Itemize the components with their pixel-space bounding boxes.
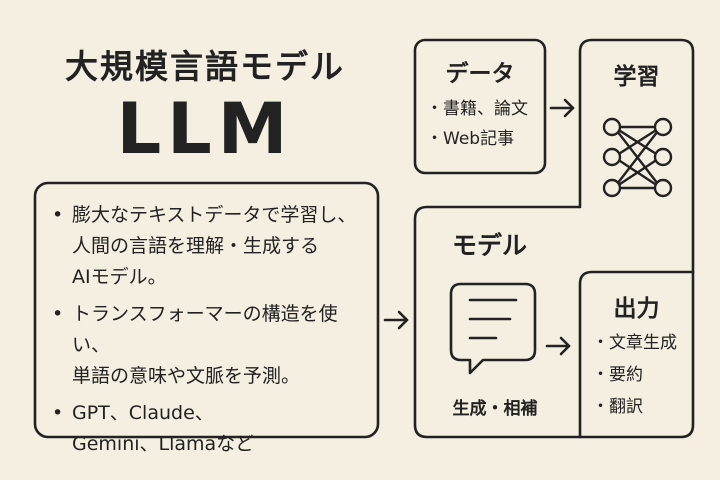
output-item-text: 翻訳 bbox=[609, 397, 643, 417]
output-list: 文章生成 要約 翻訳 bbox=[592, 327, 677, 423]
data-item-text: 書籍、論文 bbox=[443, 99, 528, 119]
model-box-title: モデル bbox=[452, 231, 528, 260]
output-item-text: 文章生成 bbox=[609, 333, 677, 353]
description-item: トランスフォーマーの構造を使い、 単語の意味や文脈を予測。 bbox=[52, 299, 372, 392]
output-box bbox=[578, 270, 695, 439]
description-list: 膨大なテキストデータで学習し、 人間の言語を理解・生成する AIモデル。 トラン… bbox=[52, 200, 372, 466]
output-item-text: 要約 bbox=[609, 365, 643, 385]
learning-box-title: 学習 bbox=[613, 64, 660, 90]
neural-network-icon bbox=[602, 117, 673, 198]
data-box-title: データ bbox=[445, 61, 515, 87]
description-line: AIモデル。 bbox=[72, 266, 167, 288]
description-line: 膨大なテキストデータで学習し、 bbox=[72, 204, 357, 226]
arrow-description-to-model bbox=[383, 310, 409, 330]
data-item: Web記事 bbox=[426, 124, 528, 154]
output-item: 文章生成 bbox=[592, 327, 677, 359]
output-box-title: 出力 bbox=[613, 296, 660, 322]
data-item: 書籍、論文 bbox=[426, 94, 528, 124]
description-line: トランスフォーマーの構造を使い、 bbox=[72, 303, 338, 356]
output-item: 翻訳 bbox=[592, 391, 677, 423]
data-box bbox=[413, 38, 547, 175]
description-line: Gemini、Llamaなど bbox=[72, 433, 255, 455]
page-subtitle: LLM bbox=[116, 88, 294, 170]
model-caption: 生成・相補 bbox=[452, 399, 538, 419]
output-item: 要約 bbox=[592, 359, 677, 391]
arrow-model-to-output bbox=[545, 336, 571, 356]
description-item: GPT、Claude、 Gemini、Llamaなど bbox=[52, 398, 372, 460]
page-title: 大規模言語モデル bbox=[65, 47, 345, 86]
arrow-data-to-learning bbox=[549, 98, 575, 118]
data-item-text: Web記事 bbox=[443, 129, 515, 149]
description-line: 人間の言語を理解・生成する bbox=[72, 235, 320, 257]
speech-bubble-icon bbox=[449, 282, 537, 375]
description-line: GPT、Claude、 bbox=[72, 402, 214, 424]
data-box-list: 書籍、論文 Web記事 bbox=[426, 94, 528, 154]
learning-model-frame bbox=[413, 38, 695, 439]
description-line: 単語の意味や文脈を予測。 bbox=[72, 365, 301, 387]
description-item: 膨大なテキストデータで学習し、 人間の言語を理解・生成する AIモデル。 bbox=[52, 200, 372, 293]
